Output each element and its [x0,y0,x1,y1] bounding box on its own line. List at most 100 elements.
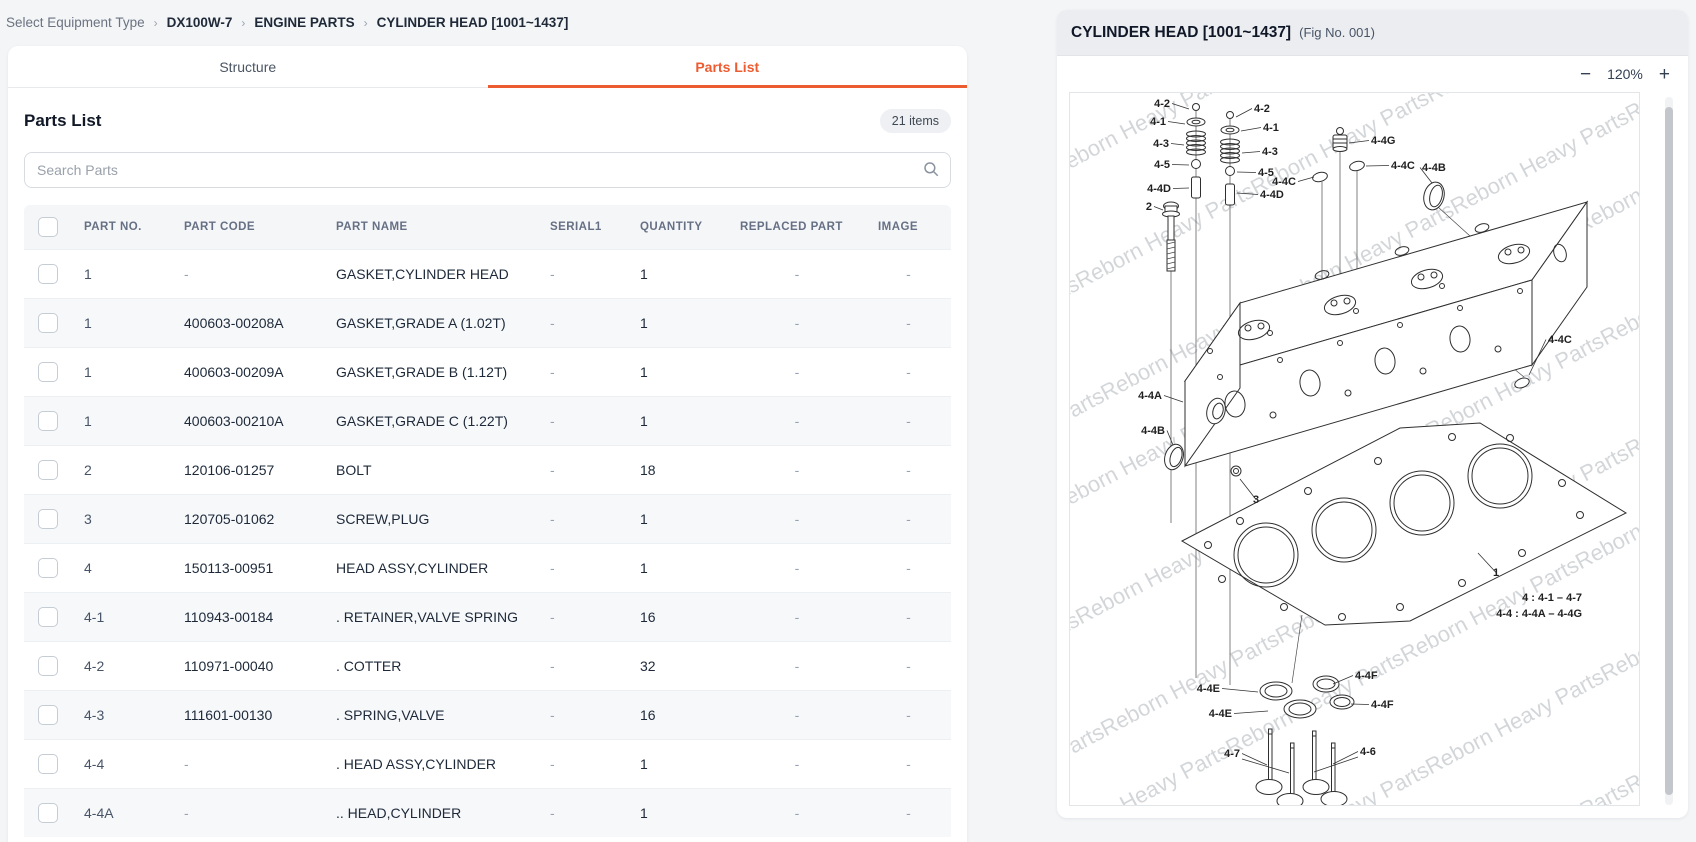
table-cell: 1 [640,315,648,331]
table-cell: 1 [640,511,648,527]
table-cell: - [794,560,800,576]
breadcrumb: Select Equipment Type›DX100W-7›ENGINE PA… [6,15,568,30]
table-cell: 400603-00210A [184,413,284,429]
diagram-notes: 4 : 4-1 – 4-74-4 : 4-4A – 4-4G [1496,592,1582,620]
table-cell: - [906,315,911,331]
table-cell: - [184,756,189,772]
table-cell: - [184,805,189,821]
label-leader-line [1221,688,1259,693]
row-checkbox[interactable] [38,705,58,725]
zoom-out-icon[interactable]: − [1579,63,1592,85]
table-cell: - [794,364,800,380]
part-callout-label: 4-3 [1262,146,1278,158]
breadcrumb-item[interactable]: CYLINDER HEAD [1001~1437] [376,15,569,30]
breadcrumb-separator: › [153,15,158,30]
row-checkbox[interactable] [38,264,58,284]
table-cell: - [550,364,555,380]
diagram-scrollbar-thumb[interactable] [1665,107,1673,795]
table-cell: 16 [640,707,656,723]
search-input[interactable] [24,152,951,188]
part-callout-label: 4-7 [1224,748,1240,760]
diagram-note: 4 : 4-1 – 4-7 [1522,592,1582,604]
label-leader-line [1153,206,1164,211]
row-checkbox[interactable] [38,362,58,382]
row-checkbox[interactable] [38,607,58,627]
table-cell: - [794,756,800,772]
table-row[interactable]: 4-4A-.. HEAD,CYLINDER-1-- [24,788,951,837]
diagram-scrollbar[interactable] [1665,97,1673,805]
part-callout-label: 4-3 [1153,138,1169,150]
tab-structure[interactable]: Structure [219,58,277,75]
table-cell: - [794,658,800,674]
zoom-level: 120% [1607,66,1643,82]
table-cell: 4-4A [84,805,114,821]
table-cell: 16 [640,609,656,625]
row-checkbox[interactable] [38,754,58,774]
table-cell: - [550,805,555,821]
table-cell: - [906,266,911,282]
table-row[interactable]: 1-GASKET,CYLINDER HEAD-1-- [24,249,951,298]
table-cell: 4-4 [84,756,105,772]
items-count-badge: 21 items [879,109,951,133]
zoom-in-icon[interactable]: + [1658,63,1670,85]
table-cell: - [906,560,911,576]
table-cell: - [906,609,911,625]
watermark-layer: Heavy PartsReborn Heavy PartsReborn Heav… [1070,93,1639,805]
row-checkbox[interactable] [38,460,58,480]
part-callout-label: 4-4C [1272,176,1296,188]
label-leader-line [1419,167,1433,184]
row-checkbox[interactable] [38,411,58,431]
part-callout-label: 4-4F [1371,699,1394,711]
table-cell: - [184,266,189,282]
label-leader-line [1171,103,1190,110]
select-all-checkbox[interactable] [38,217,58,237]
part-callout-label: 4-2 [1254,103,1270,115]
row-checkbox[interactable] [38,509,58,529]
table-row[interactable]: 4-4-. HEAD ASSY,CYLINDER-1-- [24,739,951,788]
table-cell: 1 [84,266,92,282]
row-checkbox[interactable] [38,558,58,578]
table-cell: . COTTER [336,658,402,674]
table-cell: 4-1 [84,609,105,625]
column-header: IMAGE [878,221,918,233]
breadcrumb-item[interactable]: DX100W-7 [166,15,233,30]
column-header: SERIAL1 [550,221,602,233]
table-cell: SCREW,PLUG [336,511,430,527]
exploded-diagram[interactable]: Heavy PartsReborn Heavy PartsReborn Heav… [1069,92,1640,806]
table-cell: - [550,462,555,478]
part-callout-label: 4-4B [1422,162,1446,174]
table-cell: 120705-01062 [184,511,275,527]
column-header: REPLACED PART [740,221,843,233]
table-cell: 1 [640,413,648,429]
table-cell: 400603-00209A [184,364,284,380]
part-callout-label: 2 [1146,201,1152,213]
row-checkbox[interactable] [38,803,58,823]
table-cell: - [550,266,555,282]
breadcrumb-item[interactable]: Select Equipment Type [6,15,145,30]
tab-parts-list[interactable]: Parts List [487,46,968,88]
part-callout-label: 3 [1253,494,1259,506]
row-checkbox[interactable] [38,656,58,676]
table-cell: - [550,413,555,429]
label-leader-line [1528,339,1547,376]
row-checkbox[interactable] [38,313,58,333]
breadcrumb-item[interactable]: ENGINE PARTS [254,15,355,30]
part-callout-label: 4-5 [1154,159,1170,171]
part-callout-label: 4-4G [1371,135,1395,147]
table-cell: 4-3 [84,707,105,723]
label-leader-line [1236,171,1257,173]
table-cell: 110943-00184 [184,609,274,625]
part-callout-label: 1 [1493,567,1499,579]
table-cell: - [906,658,911,674]
table-cell: 3 [84,511,92,527]
